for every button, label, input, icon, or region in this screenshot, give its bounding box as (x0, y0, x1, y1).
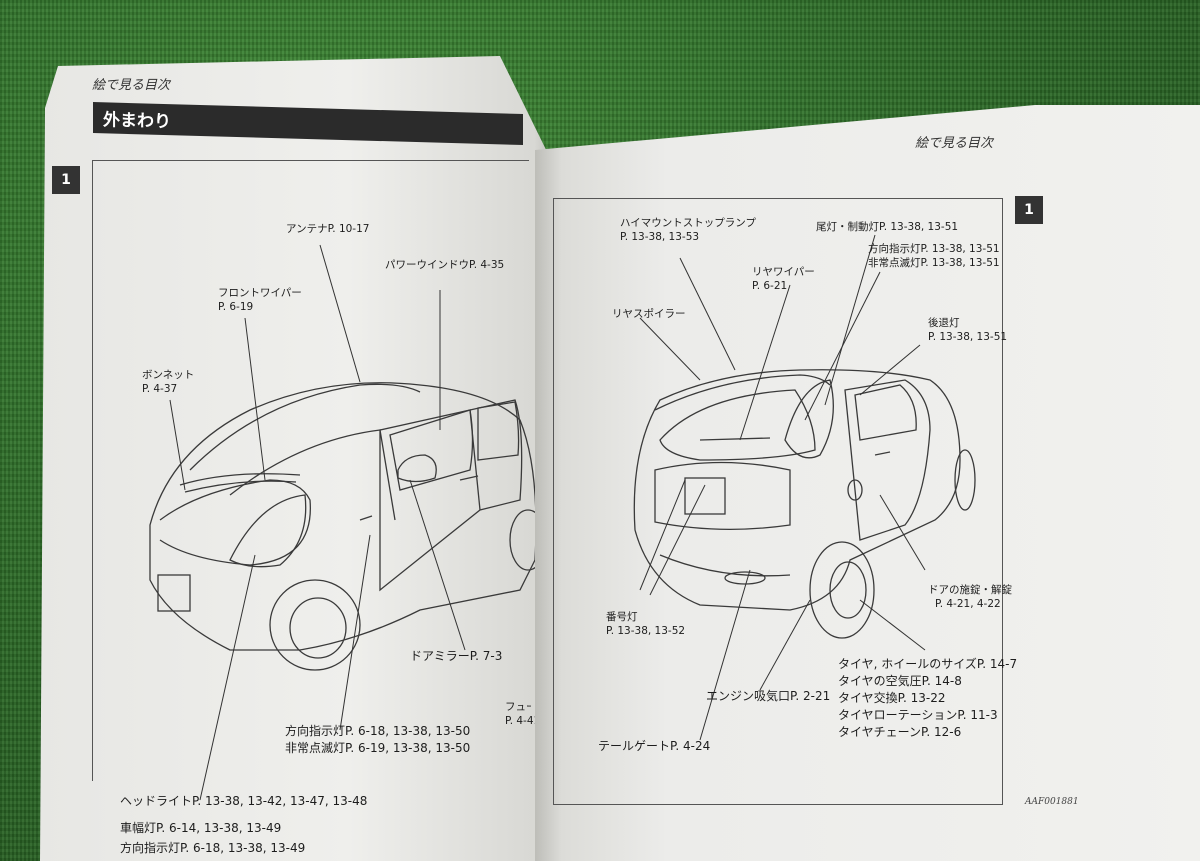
label-high-mount-page: P. 13-38, 13-53 (620, 231, 700, 243)
left-page (40, 56, 555, 861)
label-tire-rotation: タイヤローテーションP. 11-3 (838, 708, 998, 722)
left-figure-frame (92, 160, 529, 781)
label-rear-wiper-page: P. 6-21 (752, 280, 788, 292)
label-width-lamp: 車幅灯P. 6-14, 13-38, 13-49 (120, 821, 282, 835)
label-tire-pressure: タイヤの空気圧P. 14-8 (838, 674, 962, 688)
left-page-tab: 1 (52, 166, 80, 194)
left-page-header: 絵で見る目次 (92, 78, 171, 93)
label-high-mount-title: ハイマウントストップランプ (620, 217, 756, 229)
label-bonnet-page: P. 4-37 (142, 383, 178, 395)
label-tire-change: タイヤ交換P. 13-22 (838, 691, 946, 705)
label-power-window: パワーウインドウP. 4-35 (385, 259, 505, 271)
label-door-lock-page: P. 4-21, 4-22 (935, 598, 1001, 610)
label-tire-size: タイヤ, ホイールのサイズP. 14-7 (838, 657, 1018, 671)
label-reverse-page: P. 13-38, 13-51 (928, 331, 1008, 343)
label-rear-turn-signal: 方向指示灯P. 13-38, 13-51 (868, 243, 1000, 255)
label-front-wiper-title: フロントワイパー (218, 287, 302, 299)
label-license-title: 番号灯 (606, 611, 638, 623)
label-tail-brake: 尾灯・制動灯P. 13-38, 13-51 (816, 221, 959, 233)
label-fuel-page: P. 4-41 (505, 715, 541, 727)
label-front-wiper-page: P. 6-19 (218, 301, 254, 313)
label-tire-chain: タイヤチェーンP. 12-6 (838, 725, 962, 739)
label-headlight: ヘッドライトP. 13-38, 13-42, 13-47, 13-48 (120, 794, 368, 808)
label-door-lock-title: ドアの施錠・解錠 (928, 584, 1012, 596)
label-tailgate: テールゲートP. 4-24 (598, 739, 711, 753)
label-reverse-title: 後退灯 (928, 317, 960, 329)
label-turn-signal: 方向指示灯P. 6-18, 13-38, 13-50 (285, 724, 471, 738)
label-hazard: 非常点滅灯P. 6-19, 13-38, 13-50 (285, 741, 471, 755)
figure-code: AAF001881 (1025, 797, 1079, 807)
label-license-page: P. 13-38, 13-52 (606, 625, 686, 637)
label-engine-intake: エンジン吸気口P. 2-21 (706, 689, 831, 703)
label-fuel-title: フューエル (505, 701, 531, 713)
label-antenna: アンテナP. 10-17 (286, 223, 370, 235)
right-page-tab: 1 (1015, 196, 1043, 224)
label-rear-wiper-title: リヤワイパー (752, 266, 815, 278)
right-page (535, 105, 1200, 861)
label-door-mirror: ドアミラーP. 7-3 (410, 649, 503, 663)
label-turn-signal-2: 方向指示灯P. 6-18, 13-38, 13-49 (120, 841, 306, 855)
label-rear-hazard: 非常点滅灯P. 13-38, 13-51 (868, 257, 1000, 269)
label-bonnet-title: ボンネット (142, 369, 195, 381)
right-figure-frame (553, 198, 1003, 805)
label-rear-spoiler: リヤスポイラー (612, 308, 686, 320)
right-page-header: 絵で見る目次 (915, 136, 994, 151)
